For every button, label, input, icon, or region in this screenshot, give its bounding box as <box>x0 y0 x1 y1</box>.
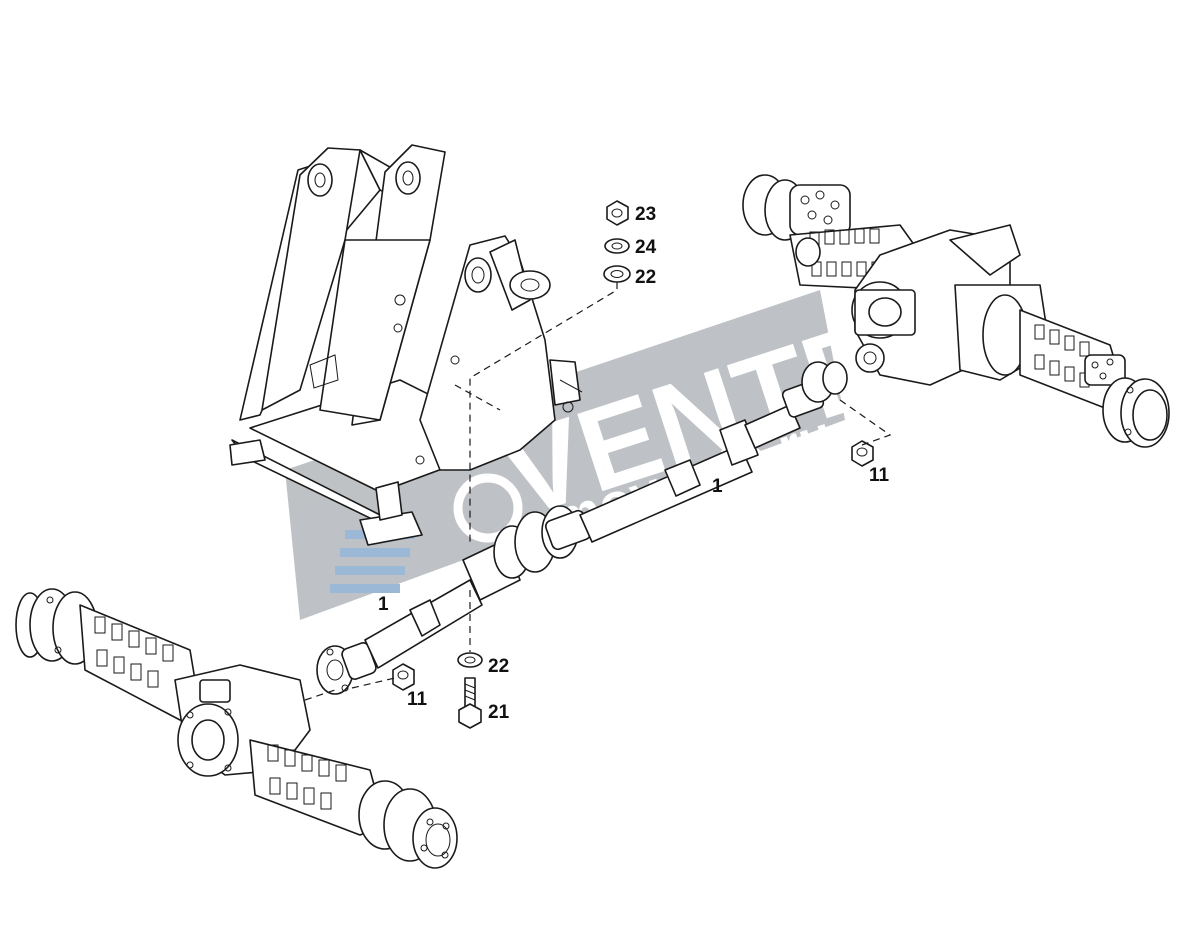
callout-11-right: 11 <box>869 465 890 486</box>
bolt-21-icon <box>458 677 482 729</box>
callout-22-bottom: 22 <box>488 656 509 677</box>
chassis-frame <box>229 144 583 546</box>
washer-24-icon <box>604 238 630 254</box>
callout-23: 23 <box>635 204 656 225</box>
rear-axle <box>15 588 458 869</box>
washer-22-top-icon <box>603 265 631 283</box>
watermark-o-ring <box>453 473 523 543</box>
drive-shaft <box>316 361 848 695</box>
nut-11-left-icon <box>392 663 415 691</box>
callout-11-left: 11 <box>407 689 428 710</box>
nut-23-icon <box>606 200 629 226</box>
nut-11-right-icon <box>851 440 874 467</box>
callout-1-left: 1 <box>378 594 389 615</box>
front-axle <box>742 174 1170 448</box>
washer-22-bottom-icon <box>457 652 483 668</box>
leader-lines <box>304 282 892 701</box>
callout-21: 21 <box>488 702 510 723</box>
callout-22-top: 22 <box>635 267 656 288</box>
watermark-band <box>285 290 845 620</box>
callout-1-right: 1 <box>712 476 723 497</box>
callout-24: 24 <box>635 237 657 258</box>
